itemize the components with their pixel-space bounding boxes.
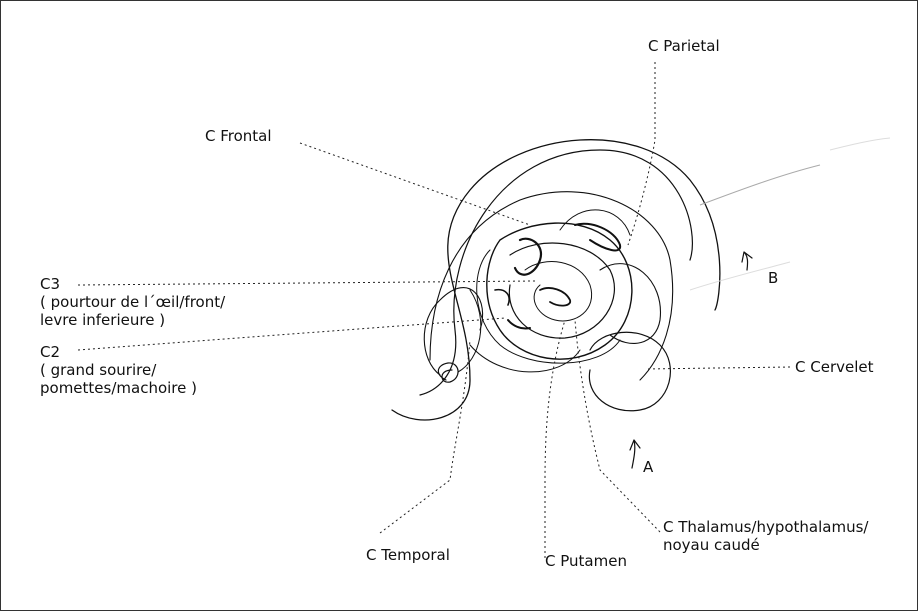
- arrow-label-a: A: [643, 458, 653, 476]
- label-c2-line1: ( grand sourire/: [40, 361, 197, 379]
- label-parietal: C Parietal: [648, 37, 720, 55]
- label-frontal: C Frontal: [205, 127, 272, 145]
- label-thalamus: C Thalamus/hypothalamus/ noyau caudé: [663, 518, 868, 554]
- label-cervelet: C Cervelet: [795, 358, 874, 376]
- label-putamen: C Putamen: [545, 552, 627, 570]
- label-c3-line1: ( pourtour de l´œil/front/: [40, 293, 225, 311]
- label-temporal: C Temporal: [366, 546, 450, 564]
- label-thalamus-line2: noyau caudé: [663, 536, 868, 554]
- label-c2: C2 ( grand sourire/ pomettes/machoire ): [40, 343, 197, 397]
- arrow-label-b: B: [768, 269, 778, 287]
- label-c2-title: C2: [40, 343, 197, 361]
- label-c3: C3 ( pourtour de l´œil/front/ levre infe…: [40, 275, 225, 329]
- label-c3-title: C3: [40, 275, 225, 293]
- label-c3-line2: levre inferieure ): [40, 311, 225, 329]
- label-c2-line2: pomettes/machoire ): [40, 379, 197, 397]
- label-thalamus-line1: C Thalamus/hypothalamus/: [663, 518, 868, 536]
